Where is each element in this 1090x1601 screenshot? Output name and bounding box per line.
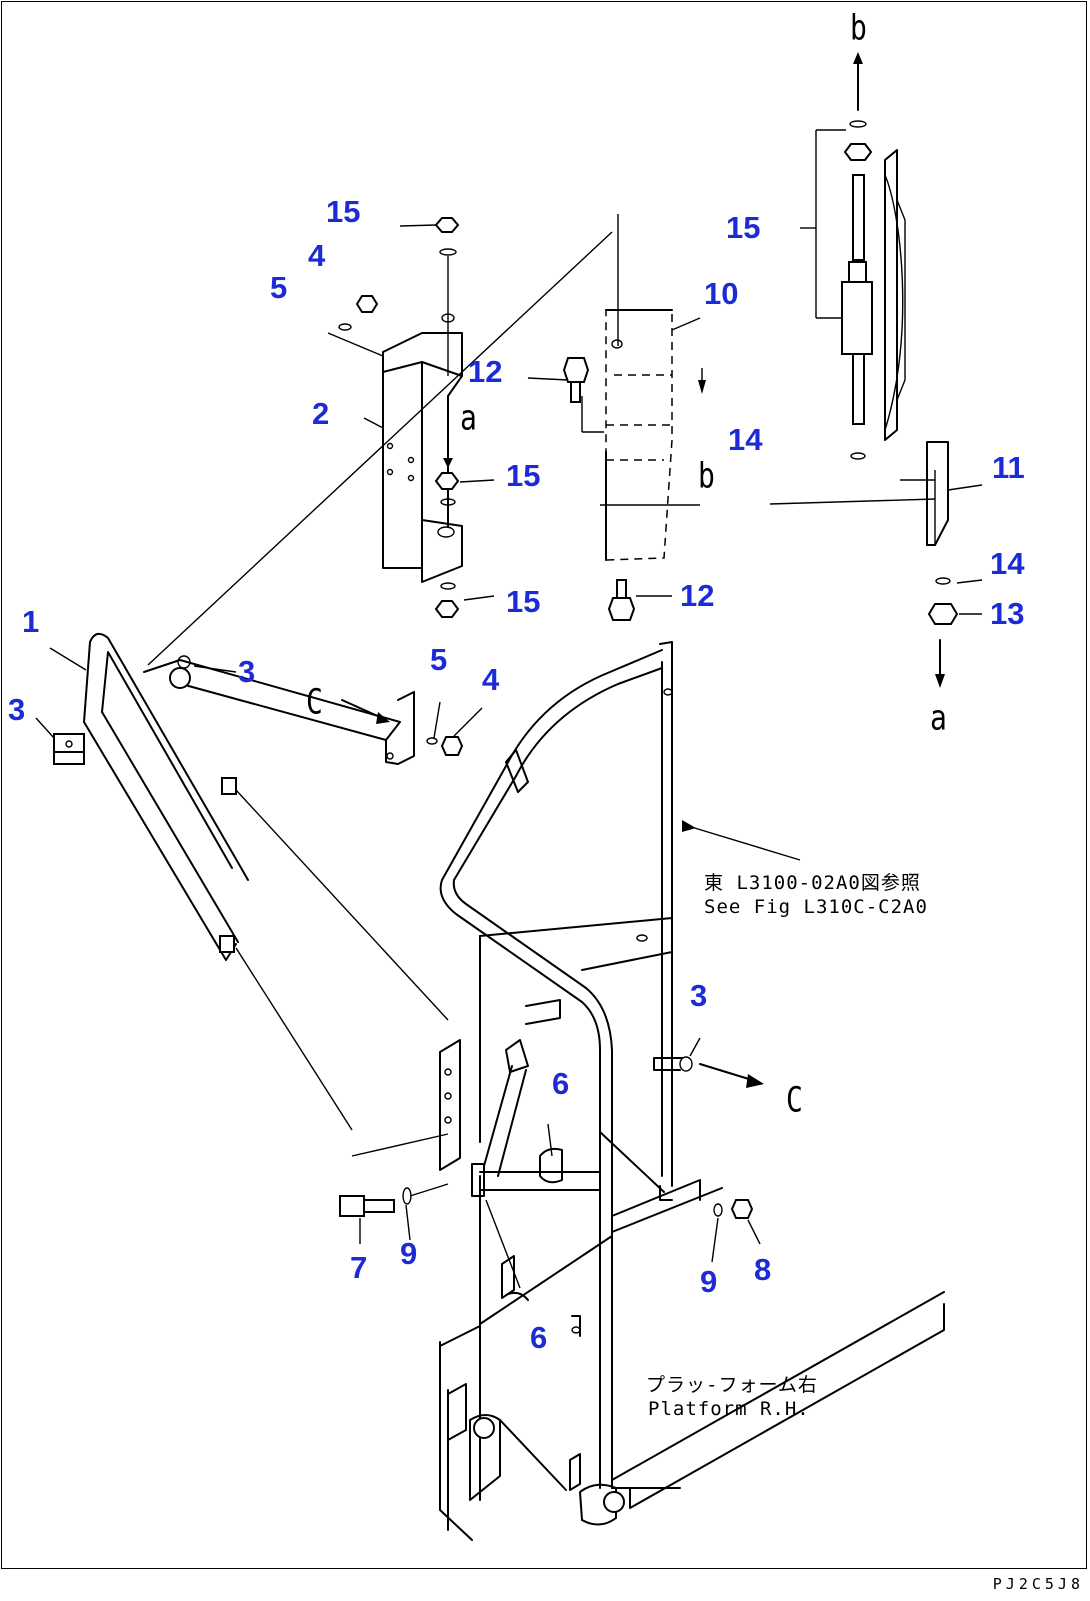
callout-10: 10 (704, 276, 739, 311)
drawing-code: PJ2C5J8 (992, 1575, 1084, 1593)
hardware-7-8-9 (339, 1183, 761, 1263)
callout-15: 15 (726, 210, 761, 245)
callout-15: 15 (506, 584, 541, 619)
callout-7: 7 (350, 1250, 368, 1285)
cover-part-10 (581, 214, 701, 561)
callout-15: 15 (506, 458, 541, 493)
ref-letter-c: C (306, 680, 323, 722)
callout-5: 5 (270, 270, 288, 305)
callout-6: 6 (552, 1066, 570, 1101)
stay-part-1 (35, 231, 613, 1131)
ref-letter-a: a (930, 696, 947, 738)
callout-14: 14 (990, 546, 1025, 581)
bolt-12-lower (607, 579, 672, 621)
callout-11: 11 (992, 450, 1025, 485)
callout-3: 3 (238, 654, 256, 689)
callout-3: 3 (8, 692, 26, 727)
callout-9: 9 (700, 1264, 718, 1299)
drawing-frame (1, 1, 1087, 1569)
see-fig-note-jp: 東 L3100-02A0図参照 (704, 872, 921, 894)
callout-12: 12 (680, 578, 715, 613)
callout-6: 6 (530, 1320, 548, 1355)
callout-15: 15 (326, 194, 361, 229)
mirror-assembly (800, 52, 906, 460)
callout-9: 9 (400, 1236, 418, 1271)
ref-letter-b: b (698, 454, 715, 496)
platform-note-jp: プラッ-フォーム右 (646, 1374, 818, 1396)
bolt-12-upper (527, 357, 590, 403)
callout-2: 2 (312, 396, 330, 431)
ref-letter-c: C (786, 1078, 803, 1120)
platform-note-en: Platform R.H. (648, 1398, 810, 1420)
callout-12: 12 (468, 354, 503, 389)
callout-14: 14 (728, 422, 763, 457)
callout-8: 8 (754, 1252, 772, 1287)
callout-3: 3 (690, 978, 708, 1013)
bracket-part-2 (382, 313, 463, 583)
callout-5: 5 (430, 642, 448, 677)
bracket-hardware (327, 217, 495, 618)
ref-letter-b: b (850, 6, 867, 48)
ref-letter-a: a (460, 396, 477, 438)
platform-structure (351, 641, 945, 1541)
callout-1: 1 (22, 604, 40, 639)
callout-13: 13 (990, 596, 1025, 631)
see-fig-note-en: See Fig L310C-C2A0 (704, 896, 928, 918)
callout-4: 4 (308, 238, 326, 273)
callout-4: 4 (482, 662, 500, 697)
bracket-part-11 (769, 441, 983, 688)
